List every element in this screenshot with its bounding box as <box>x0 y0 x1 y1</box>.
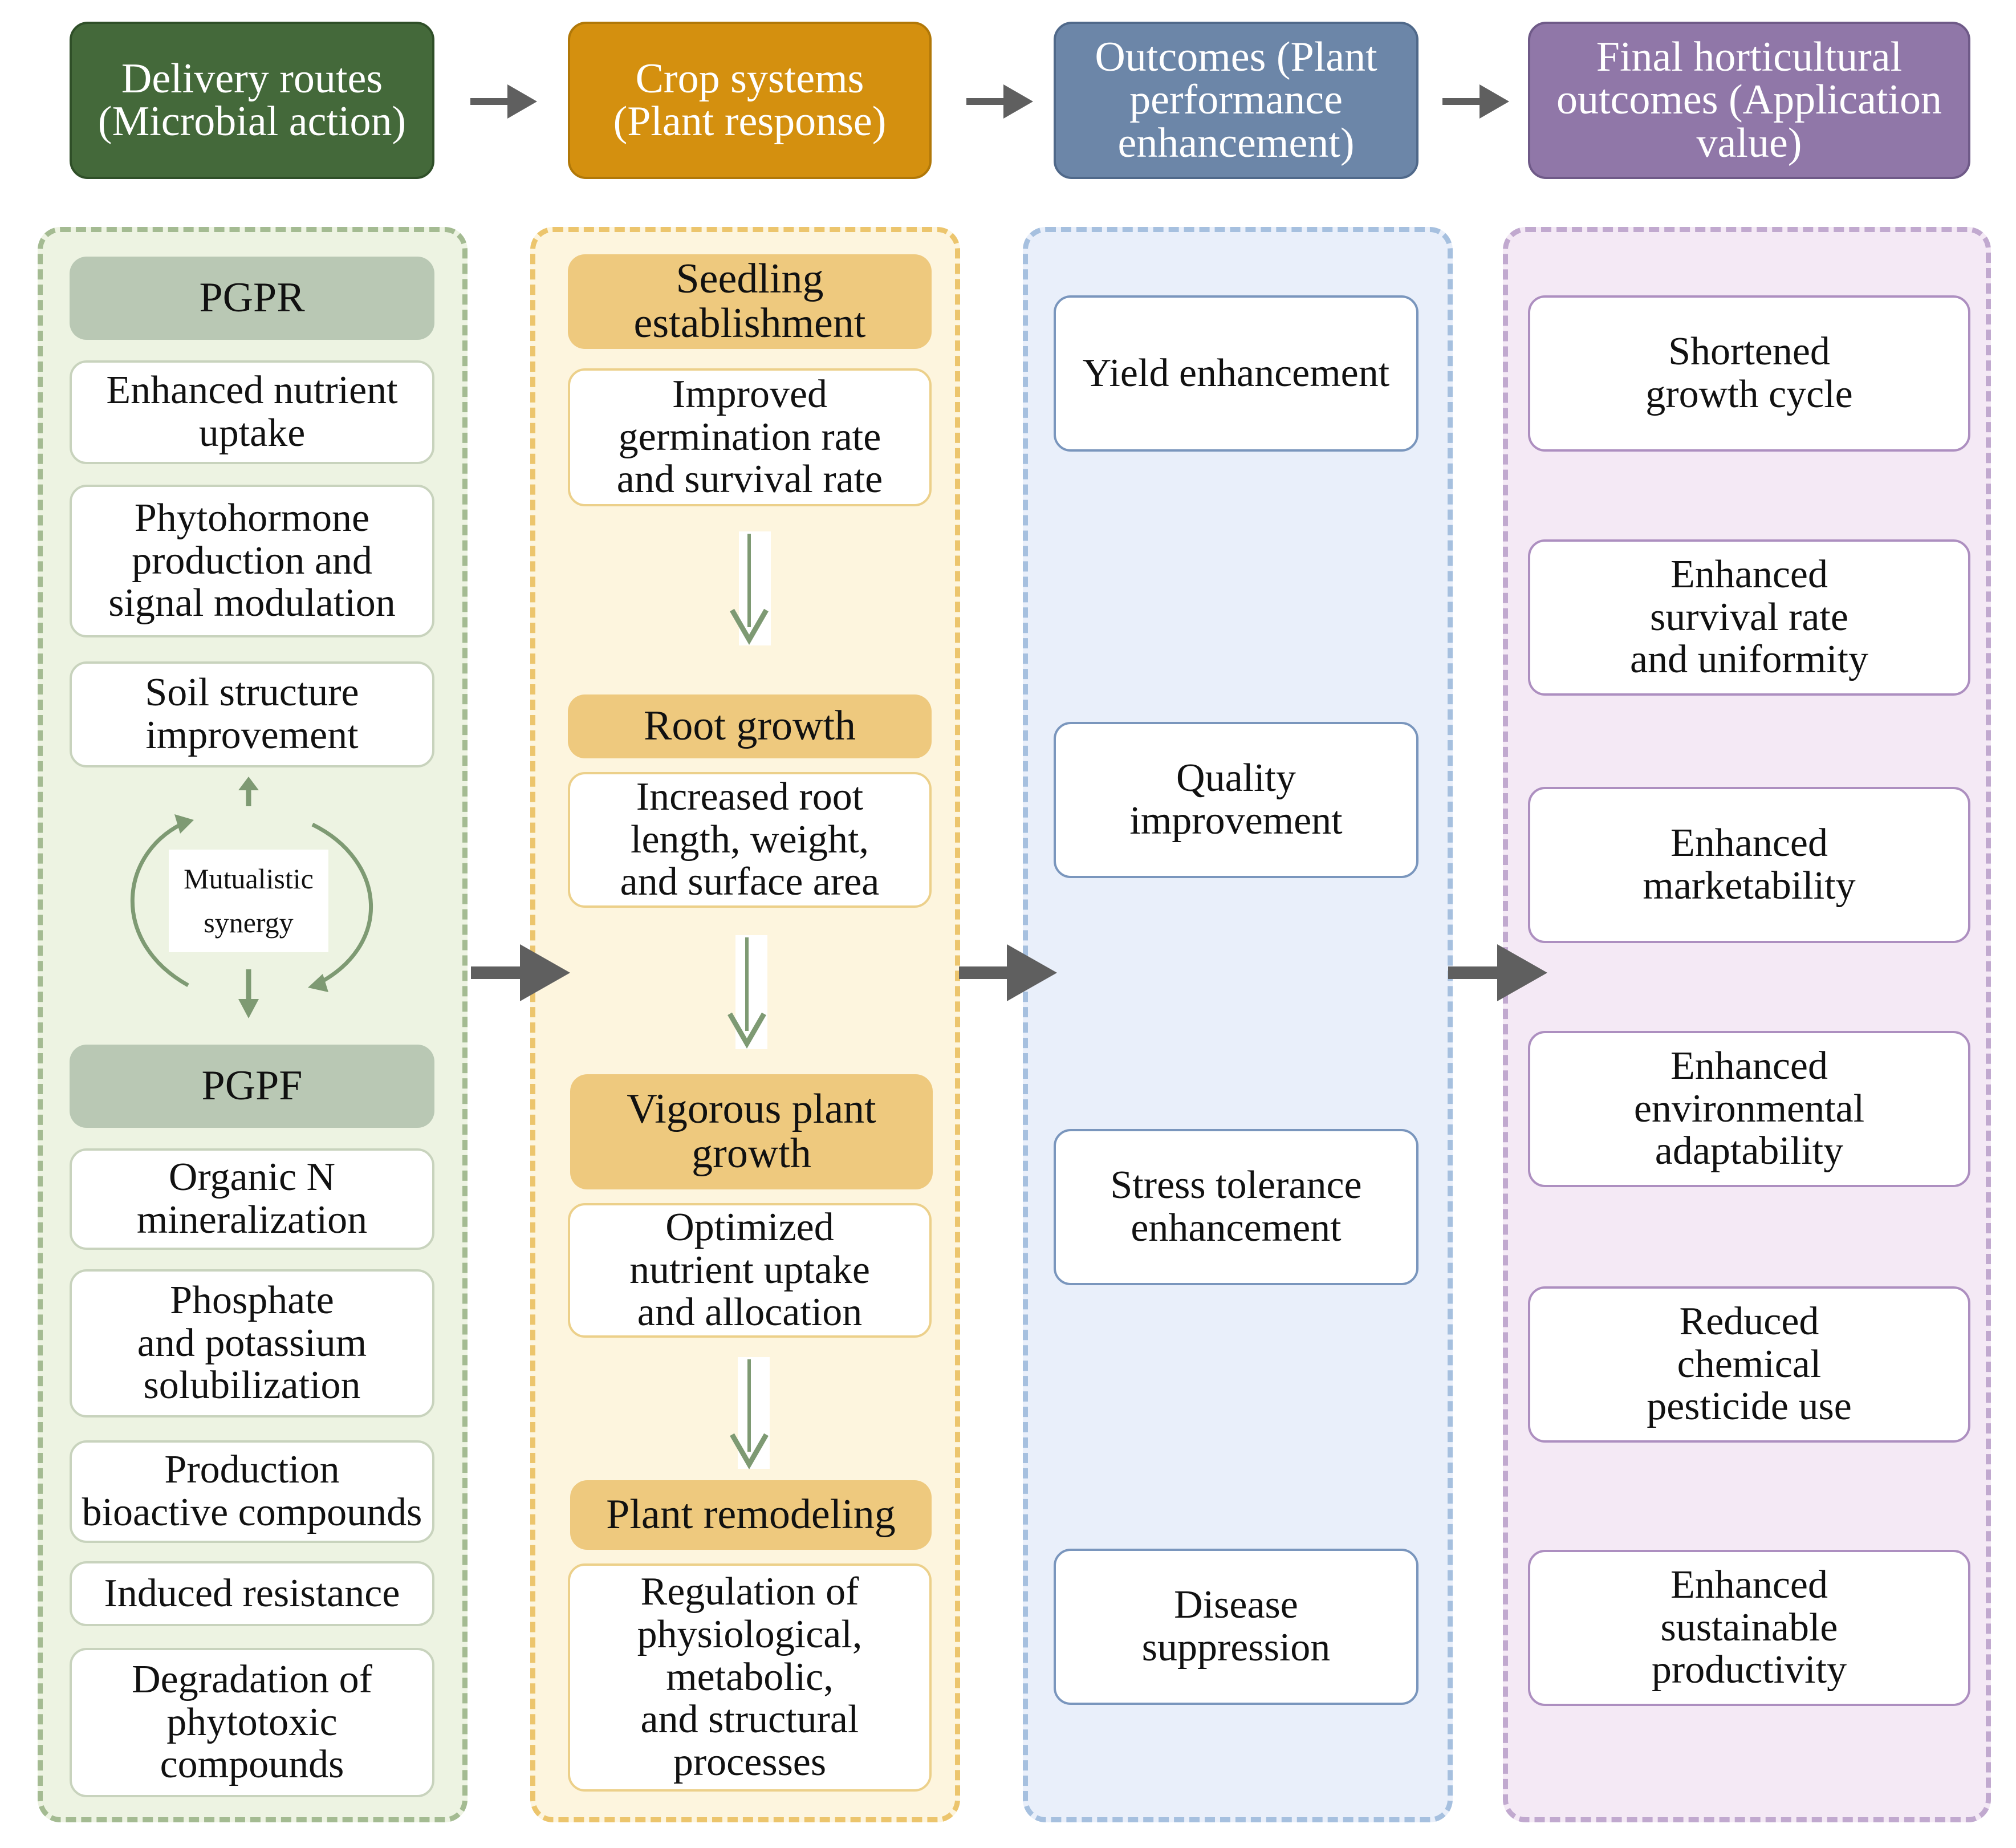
pgpr-item-phytohormone: Phytohormone production and signal modul… <box>70 485 434 637</box>
pgpf-item-bioactive-compounds: Production bioactive compounds <box>70 1440 434 1543</box>
pgpr-item-soil-structure: Soil structure improvement <box>70 661 434 767</box>
mutualistic-synergy-label: Mutualistic synergy <box>169 850 328 952</box>
pgpr-label: PGPR <box>70 257 434 340</box>
pgpr-item-nutrient-uptake: Enhanced nutrient uptake <box>70 360 434 464</box>
pgpf-item-degradation: Degradation of phytotoxic compounds <box>70 1648 434 1797</box>
stage-arrow-2 <box>727 935 767 1049</box>
stage-vigorous-growth-detail: Optimized nutrient uptake and allocation <box>568 1203 932 1338</box>
flow-arrow-2 <box>959 944 1057 1001</box>
outcome-disease-suppression: Disease suppression <box>1054 1549 1418 1705</box>
synergy-left-arc <box>131 814 194 988</box>
pgpf-item-solubilization: Phosphate and potassium solubilization <box>70 1269 434 1418</box>
stage-root-growth-detail: Increased root length, weight, and surfa… <box>568 772 932 908</box>
final-reduced-pesticide: Reduced chemical pesticide use <box>1528 1286 1970 1443</box>
stage-arrow-3 <box>730 1357 770 1470</box>
final-sustainable-productivity: Enhanced sustainable productivity <box>1528 1550 1970 1706</box>
stage-plant-remodeling-label: Plant remodeling <box>570 1480 932 1550</box>
pgpf-item-organic-n: Organic N mineralization <box>70 1148 434 1250</box>
final-shortened-growth-cycle: Shortened growth cycle <box>1528 295 1970 452</box>
stage-root-growth-label: Root growth <box>568 694 932 758</box>
header-outcomes: Outcomes (Plant performance enhancement) <box>1054 22 1418 179</box>
header-arrow-1 <box>470 84 537 119</box>
outcome-yield-enhancement: Yield enhancement <box>1054 295 1418 452</box>
stage-seedling-label: Seedling establishment <box>568 254 932 349</box>
flow-arrow-3 <box>1448 944 1547 1001</box>
stage-vigorous-growth-label: Vigorous plant growth <box>570 1074 933 1189</box>
header-crop-systems: Crop systems (Plant response) <box>568 22 932 179</box>
final-environmental-adaptability: Enhanced environmental adaptability <box>1528 1031 1970 1187</box>
header-final-outcomes: Final horticultural outcomes (Applicatio… <box>1528 22 1970 179</box>
header-arrow-2 <box>966 84 1033 119</box>
header-arrow-3 <box>1442 84 1509 119</box>
synergy-up-arrow <box>238 777 259 806</box>
stage-arrow-1 <box>730 531 771 645</box>
final-marketability: Enhanced marketability <box>1528 787 1970 943</box>
pgpf-item-induced-resistance: Induced resistance <box>70 1561 434 1626</box>
stage-seedling-detail: Improved germination rate and survival r… <box>568 368 932 506</box>
stage-plant-remodeling-detail: Regulation of physiological, metabolic, … <box>568 1563 932 1792</box>
pgpf-label: PGPF <box>70 1045 434 1128</box>
outcome-quality-improvement: Quality improvement <box>1054 722 1418 878</box>
final-survival-uniformity: Enhanced survival rate and uniformity <box>1528 539 1970 696</box>
synergy-right-arc <box>308 822 373 992</box>
flow-arrow-1 <box>471 944 570 1001</box>
synergy-down-arrow <box>238 969 259 1018</box>
header-delivery-routes: Delivery routes (Microbial action) <box>70 22 434 179</box>
outcome-stress-tolerance: Stress tolerance enhancement <box>1054 1129 1418 1285</box>
